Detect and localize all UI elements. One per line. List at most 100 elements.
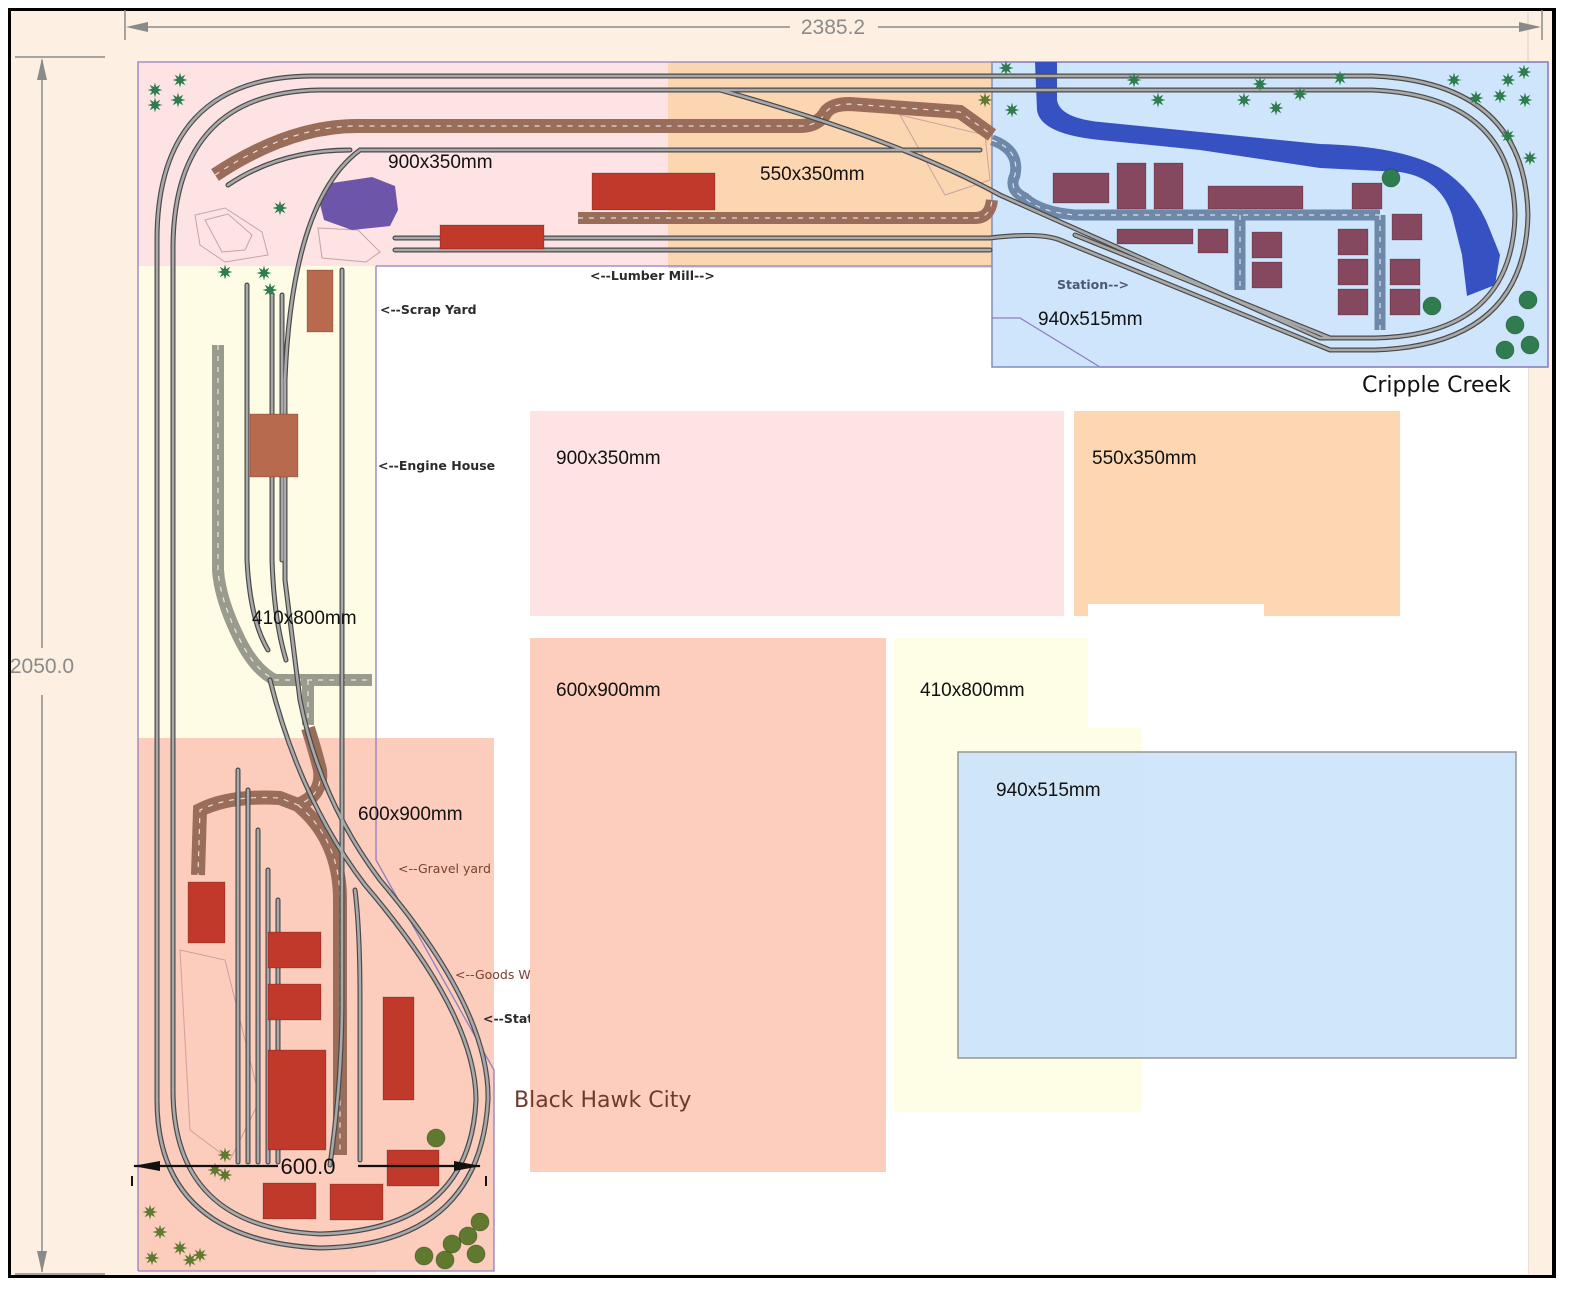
loose-boards: 900x350mm 550x350mm 600x900mm 410x800mm … — [530, 411, 1517, 1172]
building — [249, 413, 299, 478]
conifer-tree-icon — [1468, 90, 1484, 106]
loose-board-550x350 — [1074, 411, 1400, 616]
deciduous-tree-icon — [470, 1212, 490, 1232]
conifer-tree-icon — [998, 60, 1014, 76]
conifer-tree-icon — [1517, 92, 1533, 108]
deciduous-tree-icon — [1495, 340, 1515, 360]
conifer-tree-icon — [192, 1247, 208, 1263]
building — [187, 881, 226, 944]
conifer-tree-icon — [256, 265, 272, 281]
town-label-cripple-creek: Cripple Creek — [1362, 373, 1511, 398]
deciduous-tree-icon — [1381, 168, 1401, 188]
conifer-tree-icon — [144, 1250, 160, 1266]
deciduous-tree-icon — [1520, 335, 1540, 355]
deciduous-tree-icon — [442, 1234, 462, 1254]
conifer-tree-icon — [1446, 72, 1462, 88]
conifer-tree-icon — [182, 1252, 198, 1268]
building — [1052, 172, 1110, 204]
loose-board-940x515 — [957, 751, 1517, 1059]
conifer-tree-icon — [217, 1167, 233, 1183]
building — [1197, 228, 1229, 254]
conifer-tree-icon — [1126, 72, 1142, 88]
town-label-black-hawk-city: Black Hawk City — [514, 1088, 691, 1113]
loose-board-label-600x900: 600x900mm — [556, 680, 661, 701]
building — [267, 1049, 327, 1151]
deciduous-tree-icon — [426, 1128, 446, 1148]
track-bed — [1073, 233, 1332, 340]
building — [382, 996, 415, 1101]
board-label-600x900: 600x900mm — [358, 804, 463, 825]
trees — [142, 60, 1540, 1270]
building — [591, 172, 716, 211]
pond — [320, 177, 398, 230]
deciduous-tree-icon — [1422, 296, 1442, 316]
track-bed — [226, 148, 352, 187]
building — [1337, 288, 1369, 316]
board-label-900x350: 900x350mm — [388, 152, 493, 173]
building — [329, 1183, 384, 1221]
board-label-940x515: 940x515mm — [1038, 309, 1143, 330]
arrow-right-icon — [1519, 22, 1541, 32]
scrap-yard-label: <--Scrap Yard — [380, 302, 477, 317]
board-size-labels: 900x350mm 550x350mm 940x515mm 410x800mm … — [252, 152, 1143, 825]
building — [262, 1182, 317, 1220]
arrow-left-icon — [133, 1161, 160, 1171]
track-bed — [353, 888, 362, 1162]
deciduous-tree-icon — [435, 1250, 455, 1270]
track-bed — [155, 148, 982, 1250]
building — [1351, 182, 1383, 210]
deciduous-tree-icon — [414, 1246, 434, 1266]
loose-board-label-550x350: 550x350mm — [1092, 448, 1197, 469]
buildings — [187, 162, 1423, 1221]
building — [306, 269, 334, 333]
conifer-tree-icon — [147, 97, 163, 113]
building — [439, 224, 545, 250]
conifer-tree-icon — [1492, 88, 1508, 104]
arrow-down-icon — [37, 1251, 47, 1273]
conifer-tree-icon — [977, 92, 993, 108]
conifer-tree-icon — [172, 1240, 188, 1256]
loose-board-label-940x515: 940x515mm — [996, 780, 1101, 801]
width-dimension-label: 2385.2 — [801, 16, 865, 39]
conifer-tree-icon — [1252, 76, 1268, 92]
conifer-tree-icon — [1236, 92, 1252, 108]
building — [267, 983, 322, 1021]
conifer-tree-icon — [1500, 128, 1516, 144]
conifer-tree-icon — [147, 82, 163, 98]
height-dimension-label: 2050.0 — [10, 655, 74, 678]
building — [1391, 213, 1423, 241]
arrow-up-icon — [37, 58, 47, 80]
building — [1153, 162, 1184, 210]
conifer-tree-icon — [1268, 100, 1284, 116]
conifer-tree-icon — [272, 200, 288, 216]
height-dimension: 2050.0 — [10, 56, 105, 1275]
board-label-410x800: 410x800mm — [252, 608, 357, 629]
conifer-tree-icon — [1332, 70, 1348, 86]
track-bed — [245, 283, 270, 652]
building — [1251, 231, 1283, 259]
arrow-left-icon — [126, 22, 148, 32]
deciduous-tree-icon — [1518, 290, 1538, 310]
board-label-550x350: 550x350mm — [760, 164, 865, 185]
loose-board-label-900x350: 900x350mm — [556, 448, 661, 469]
track-lines — [154, 73, 1531, 1251]
track-bed — [155, 74, 1530, 1102]
building — [1389, 258, 1421, 286]
loose-board-label-410x800: 410x800mm — [920, 680, 1025, 701]
building — [267, 931, 322, 969]
loop-width-dimension: 600.0 — [131, 1154, 487, 1186]
width-dimension: 2385.2 — [124, 10, 1543, 40]
station-cripple-creek-label: Station--> — [1057, 277, 1129, 292]
road-center-dash — [217, 345, 372, 725]
conifer-tree-icon — [1004, 102, 1020, 118]
building — [1337, 228, 1369, 256]
loose-board-600x900 — [530, 638, 886, 1172]
road-center-dash — [991, 139, 1381, 330]
deciduous-tree-icon — [458, 1226, 478, 1246]
conifer-tree-icon — [217, 1147, 233, 1163]
conifer-tree-icon — [170, 92, 186, 108]
conifer-tree-icon — [262, 282, 278, 298]
conifer-tree-icon — [142, 1204, 158, 1220]
conifer-tree-icon — [217, 264, 233, 280]
